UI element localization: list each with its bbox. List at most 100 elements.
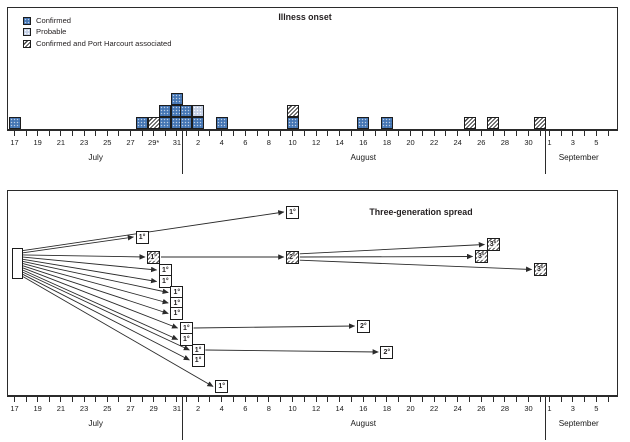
axis-tick [549,397,550,402]
axis-tick-label: 4 [219,138,224,147]
spread-node-g2-aug16: 2° [356,319,370,333]
axis-tick [25,397,27,402]
axis-tick [457,131,459,136]
axis-tick-label: 5 [594,138,599,147]
axis-tick [457,397,459,402]
case-square-august-1-1 [180,105,193,118]
axis-tick [130,397,131,402]
axis-tick [433,397,435,402]
case-square-july-30-1 [159,105,172,118]
axis-tick [528,397,529,402]
axis-tick-label: 27 [126,138,135,147]
case-square-july-30-0 [159,117,172,130]
axis-tick [14,131,15,136]
generation-label: 1° [289,208,296,216]
axis-tick [83,131,85,136]
axis-tick [164,131,166,136]
axis-month-label: July [88,152,103,162]
index-case-box [11,247,23,279]
axis-tick [233,131,234,136]
axis-tick [164,397,166,402]
axis-tick [572,131,574,136]
axis-tick-label: 26 [477,138,486,147]
axis-tick [244,397,246,402]
generation-label: 2° [359,322,367,330]
axis-tick [60,397,62,402]
axis-tick [362,397,364,402]
month-separator [181,397,183,440]
case-square-august-10-0 [286,117,299,130]
axis-tick [421,397,423,402]
legend-item-confirmed: Confirmed [23,17,172,25]
axis-tick-label: 14 [335,404,344,413]
generation-label: 1° [218,383,226,390]
generation-label: 3° [489,241,497,248]
axis-tick [268,397,270,402]
axis-tick [280,131,282,136]
axis-tick [37,397,39,402]
legend: Confirmed Probable Confirmed and Port Ha… [23,17,172,51]
axis-tick [176,397,178,402]
axis-month-label: July [88,418,103,428]
axis-tick-label: 18 [382,138,392,147]
axis-tick [560,131,562,136]
axis-tick [14,397,15,402]
axis-tick-label: 28 [500,138,510,147]
axis-tick-label: 6 [243,404,248,413]
month-separator [181,131,183,174]
axis-tick [303,131,305,136]
axis-tick-label: 12 [311,404,321,413]
generation-label: 3° [536,266,545,273]
axis-tick [221,131,223,136]
axis-tick [492,397,494,402]
confirmed-swatch-icon [23,17,31,25]
axis-tick [95,131,97,136]
axis-tick-label: 20 [406,138,415,147]
axis-tick-label: 24 [453,404,462,413]
spread-node-g2-aug18: 2° [380,345,394,359]
axis-tick-label: 2 [196,404,201,413]
axis-tick [362,131,364,136]
spread-node-g1-aug2b: 1° [191,353,205,367]
case-square-july-29-0 [147,117,160,130]
axis-tick [209,131,211,136]
month-separator [544,131,547,174]
axis-tick [339,131,341,136]
axis-tick [153,397,155,402]
axis-tick [595,397,597,402]
axis-tick [60,131,62,136]
axis-tick [572,397,574,402]
axis-tick [560,397,562,402]
axis-tick [539,397,541,402]
case-square-august-27-0 [487,117,500,130]
axis-tick [504,131,506,136]
axis-tick [386,397,388,402]
generation-label: 1° [161,278,169,285]
axis-tick [445,397,447,402]
axis-tick [141,131,143,136]
case-square-july-28-0 [136,117,149,130]
generation-label: 1° [194,346,202,354]
axis-tick-label: 3 [570,404,575,413]
case-square-august-2-1 [192,105,205,118]
axis-tick-label: 29* [148,138,160,147]
axis-tick-label: 3 [570,138,575,147]
spread-node-g3-aug26-ph: 3° [474,250,488,263]
month-separator [544,397,547,440]
axis-tick [106,131,108,136]
axis-tick [83,397,85,402]
axis-tick-label: 1 [547,404,552,413]
spread-node-g1-aug4: 1° [215,380,229,393]
axis-tick [118,131,120,136]
axis-tick-label: 6 [243,138,248,147]
axis-tick [480,397,482,402]
axis-tick [95,397,97,402]
axis-tick-label: 23 [79,404,89,413]
spread-node-g3-aug31-ph: 3° [533,263,547,276]
axis-tick [445,131,447,136]
generation-label: 1° [173,310,181,317]
axis-tick [607,397,609,402]
axis-tick-label: 4 [219,404,224,413]
axis-tick [106,397,108,402]
axis-tick-label: 2 [196,138,201,147]
